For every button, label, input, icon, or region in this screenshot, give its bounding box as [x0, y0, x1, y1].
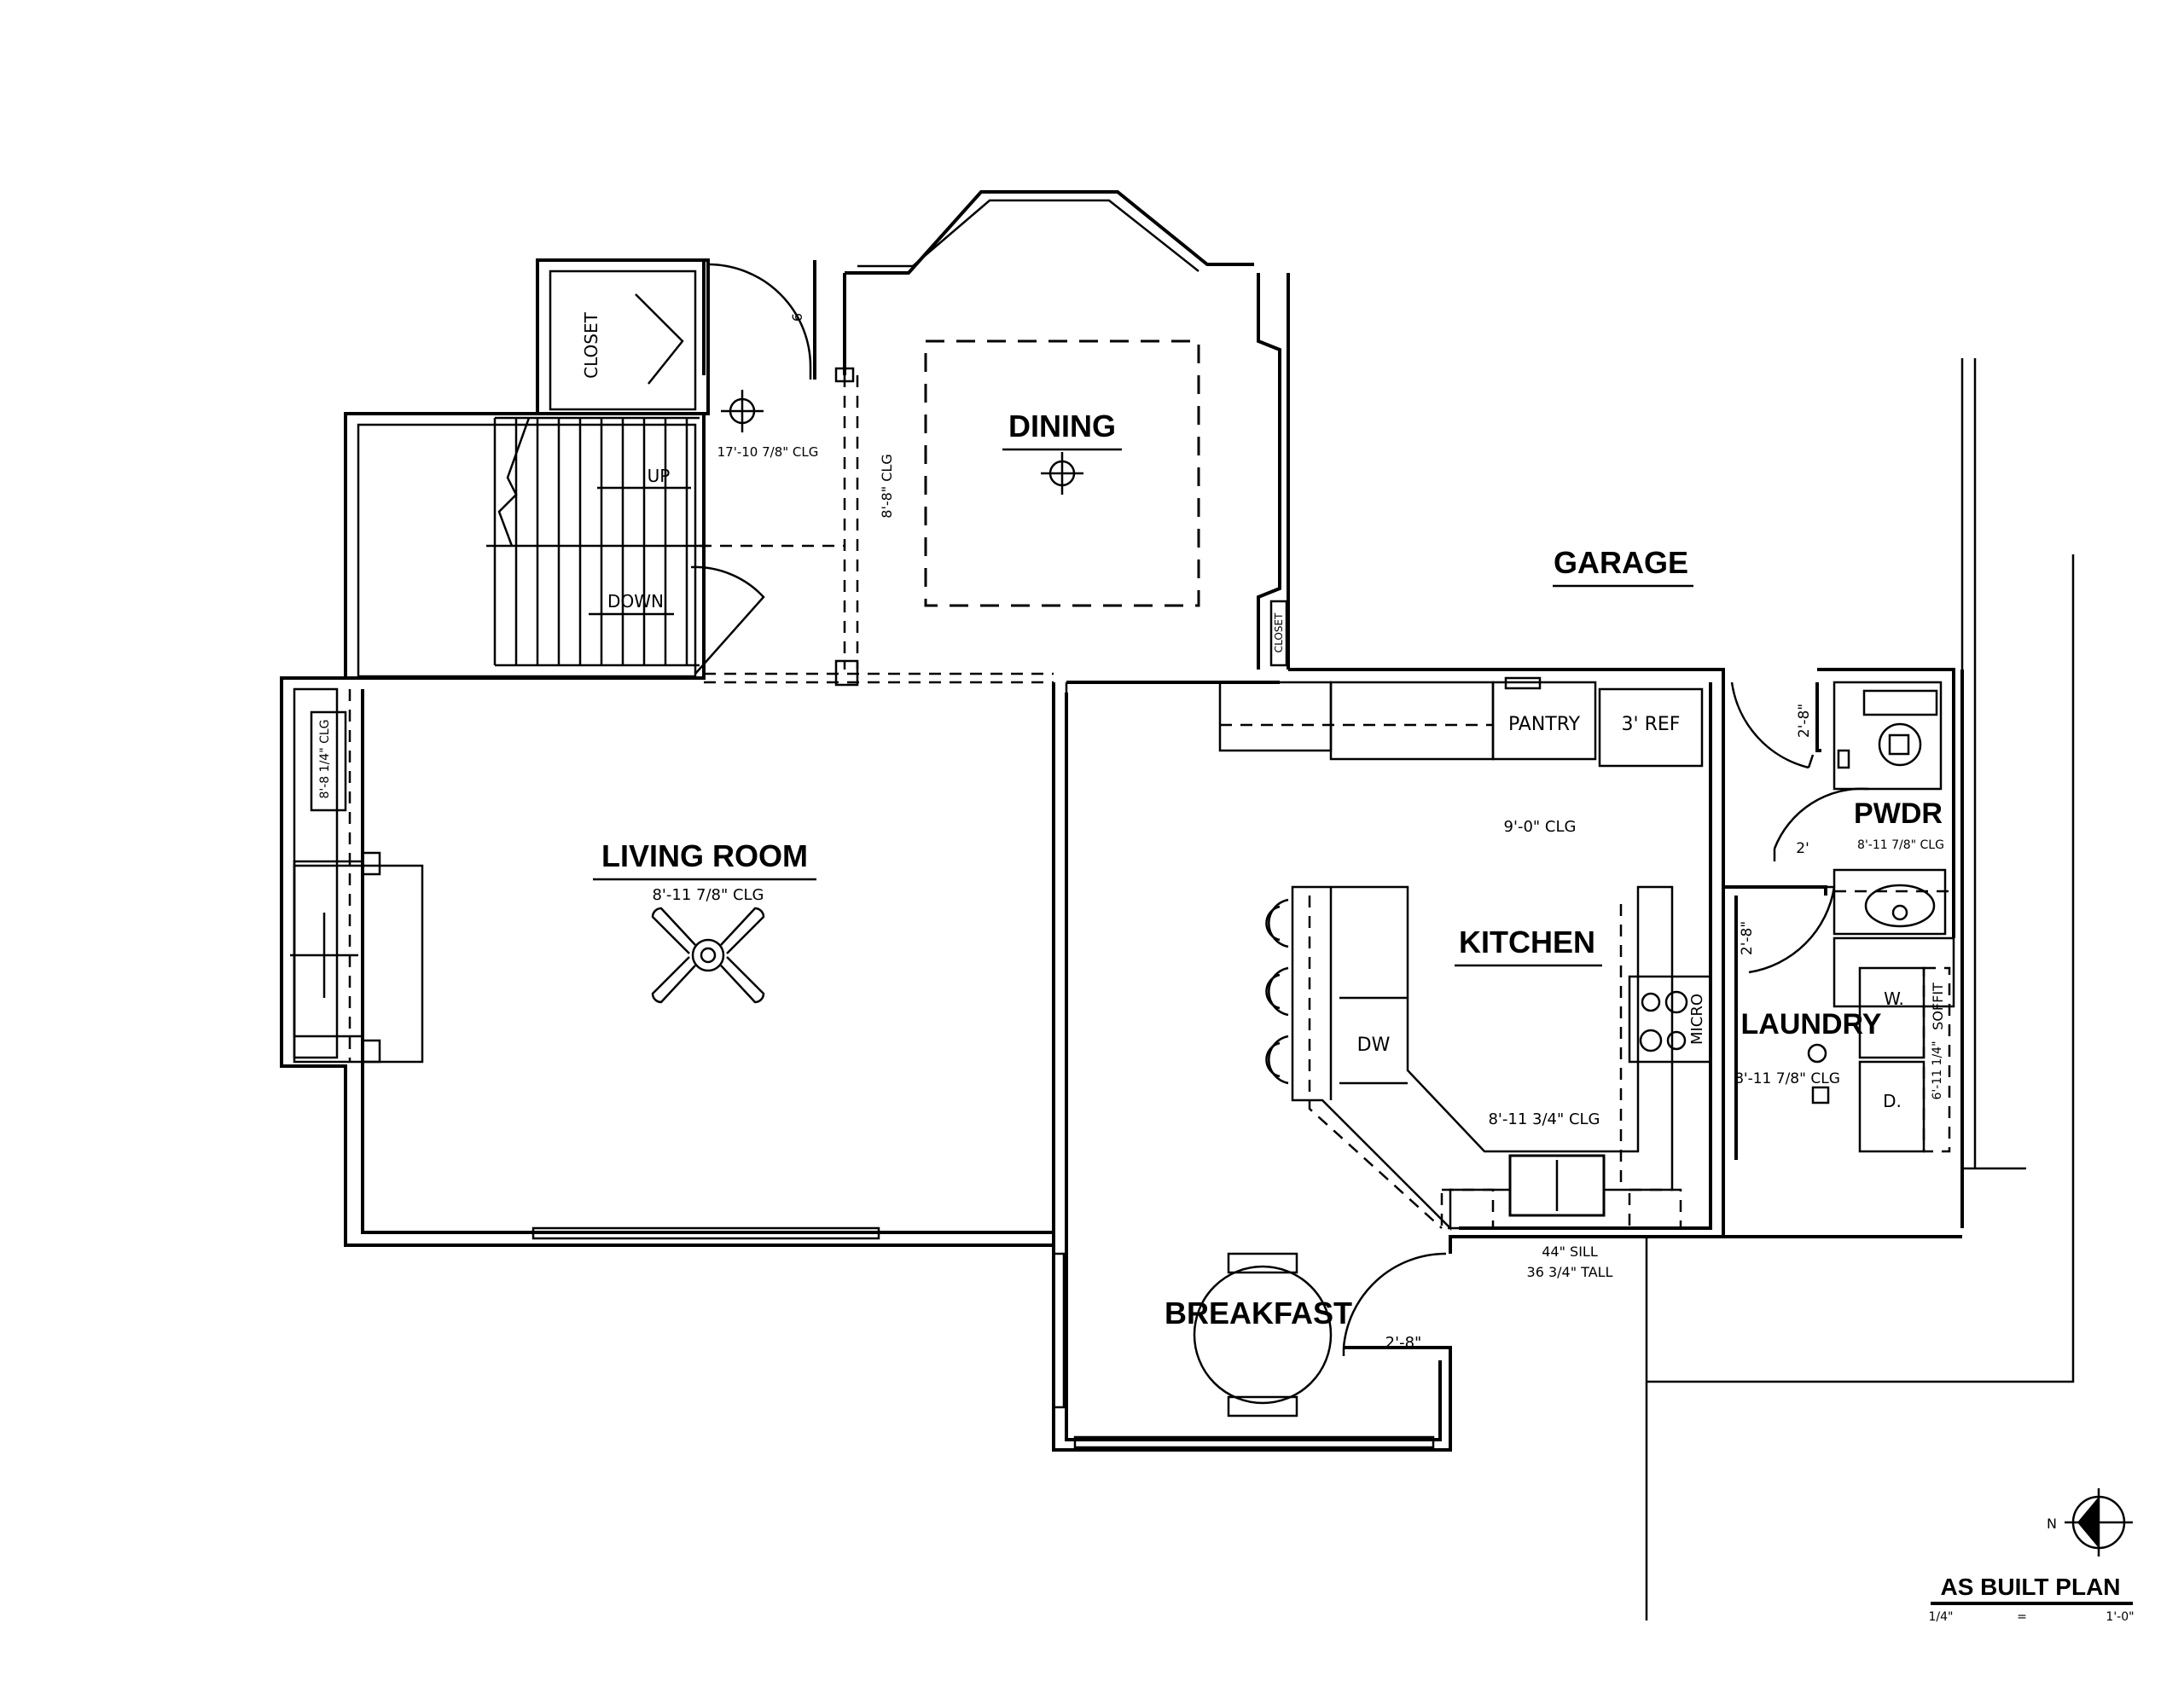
entry-door-dimension: 6 [789, 313, 805, 322]
room-label-breakfast: BREAKFAST [1165, 1296, 1352, 1330]
sill-label-2: 36 3/4" TALL [1527, 1264, 1613, 1280]
ceiling-label-kitchen-upper: 9'-0" CLG [1504, 818, 1577, 836]
breakfast-door-dimension: 2'-8" [1385, 1334, 1422, 1352]
ref-label: 3' REF [1622, 714, 1681, 735]
scale-left: 1/4" [1929, 1610, 1954, 1624]
small-closet-label: CLOSET [1273, 612, 1285, 652]
room-label-laundry: LAUNDRY [1741, 1008, 1882, 1041]
stair-closet-walls [344, 258, 812, 680]
ceiling-label-pwdr: 8'-11 7/8" CLG [1857, 838, 1944, 852]
range-and-sink [1508, 975, 1712, 1217]
ceiling-label-kitchen: 8'-11 3/4" CLG [1488, 1110, 1600, 1128]
dining-walls [700, 190, 1290, 687]
room-label-living-room: LIVING ROOM [601, 838, 808, 873]
ceiling-label-living: 8'-11 7/8" CLG [652, 886, 764, 904]
stair-up-label: UP [648, 466, 671, 486]
ceiling-label-entry: 17'-10 7/8" CLG [717, 444, 819, 460]
living-room-walls [280, 672, 1068, 1247]
room-label-kitchen: KITCHEN [1459, 925, 1595, 959]
entry-light-fixture [721, 390, 764, 432]
closet-label: CLOSET [581, 311, 601, 378]
stair-down-label: DOWN [607, 591, 664, 612]
title-block-title: AS BUILT PLAN [1940, 1574, 2120, 1600]
room-label-pwdr: PWDR [1854, 797, 1943, 830]
dining-light-fixture [1041, 452, 1083, 495]
laundry-door-dimension: 2'-8" [1739, 921, 1756, 955]
fireplace [290, 710, 424, 1064]
ceiling-label-soffit: 6'-11 1/4" [1931, 1041, 1944, 1099]
scale-mid: = [2017, 1610, 2027, 1624]
kitchen-island [1291, 885, 1682, 1232]
toilet [1837, 689, 1938, 769]
washer-dryer [1807, 966, 1951, 1153]
dryer-label: D. [1883, 1091, 1902, 1111]
ceiling-label-laundry: 8'-11 7/8" CLG [1734, 1070, 1840, 1087]
sill-label-1: 44" SILL [1542, 1244, 1598, 1260]
pwdr-sink [1864, 884, 1936, 928]
kitchen-walls [1052, 668, 1725, 1452]
pantry-label: PANTRY [1508, 714, 1581, 735]
room-label-garage: GARAGE [1554, 545, 1688, 580]
pwdr-door-dimension-2: 2' [1796, 840, 1809, 857]
stairs [486, 416, 765, 675]
scale-right: 1'-0" [2106, 1610, 2134, 1624]
pwdr-door-dimension: 2'-8" [1796, 704, 1813, 738]
kitchen-upper-cabinets [1218, 676, 1704, 768]
washer-label: W. [1884, 988, 1904, 1009]
north-arrow-icon [2065, 1488, 2133, 1557]
room-label-dining: DINING [1008, 409, 1116, 443]
ceiling-fan [651, 907, 765, 1004]
dw-label: DW [1357, 1035, 1391, 1056]
soffit-label: SOFFIT [1930, 983, 1946, 1030]
micro-label: MICRO [1688, 994, 1706, 1045]
north-label: N [2047, 1516, 2057, 1532]
ceiling-label-fireplace: 8'-8 1/4" CLG [318, 719, 332, 798]
breakfast-table [1193, 1252, 1447, 1417]
ceiling-label-dining: 8'-8" CLG [879, 454, 895, 518]
bar-stools [1265, 898, 1289, 1085]
garage-walls [1645, 358, 2075, 1620]
